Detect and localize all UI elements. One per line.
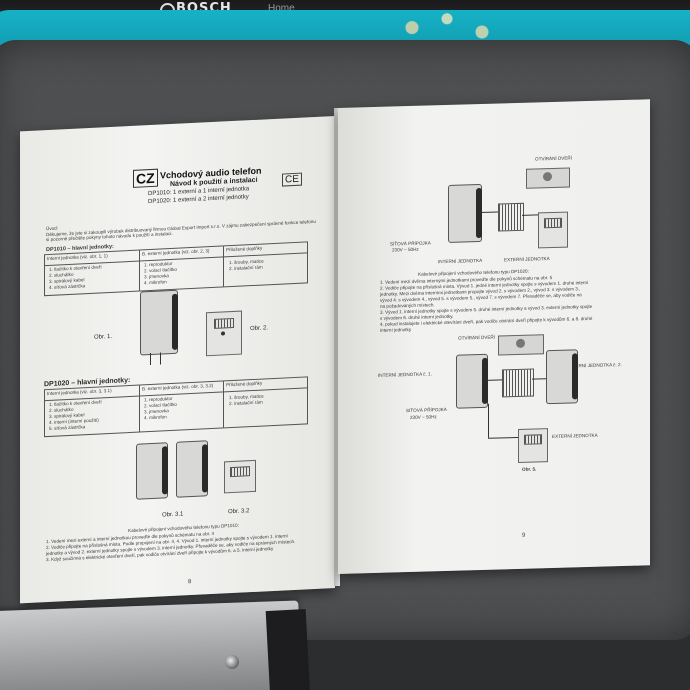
terminal-block [498,202,524,232]
device-dark-part [265,609,311,690]
figure-5-label: Obr. 5. [522,466,537,472]
table-header: B. externí jednotka (viz. obr. 3, 3.2) [142,382,214,392]
table-cell: 1. tlačítko k otevření dveří [49,399,102,407]
table-header: B. externí jednotka (viz. obr. 2, 3) [142,248,210,257]
voltage-label: 230V ~ 50Hz [392,246,419,253]
figure-3-1-label: Obr. 3.1 [162,511,184,519]
internal-unit-1-label: INTERNÍ JEDNOTKA č. 1. [378,371,432,378]
wiring-step: interní jednotky [380,326,412,333]
language-badge: CZ [133,168,158,188]
table-cell: 1. tlačítko k otevření dveří [49,264,102,272]
external-unit-label-2: EXTERNÍ JEDNOTKA [552,432,598,440]
terminal-block-2 [502,368,534,398]
table-cell: 4. mikrofon [144,414,167,421]
table-cell: 4. mikrofon [144,279,167,286]
power-label: SÍŤOVÁ PŘÍPOJKA [390,240,431,247]
intro-heading: Úvod: [46,225,59,232]
left-page: CZ Vchodový audio telefon Návod k použit… [20,116,335,604]
figure-2-label: Obr. 2. [250,325,269,333]
table-header: Interní jednotka (viz. obr. 3, 3.1) [47,387,112,397]
table-cell: 2. instalační rám [229,264,263,272]
door-opener-label: OTVÍRÁNÍ DVEŘÍ [535,155,573,162]
figure-3-2-label: Obr. 3.2 [228,508,250,516]
right-page: OTVÍRÁNÍ DVEŘÍ SÍŤOVÁ PŘÍPOJKA 230V ~ 50… [338,99,650,575]
voltage-label-2: 230V ~ 50Hz [410,414,437,420]
figure-1-label: Obr. 1. [94,333,113,341]
handset-drawing [172,293,178,350]
table-header: Interní jednotka (viz. obr. 1, 1) [47,253,108,262]
page-number-right: 9 [522,532,526,539]
intro-text: Děkujeme, že jste si zakoupili výrobek d… [46,218,316,243]
external-unit-drawing-2 [518,428,548,463]
table-cell: 2. instalační rám [229,399,263,407]
laptop-label: Home [268,3,295,14]
instruction-booklet: CZ Vchodový audio telefon Návod k použit… [20,99,650,604]
power-label-2: SÍŤOVÁ PŘÍPOJKA [406,406,447,414]
external-unit-label: EXTERNÍ JEDNOTKA [504,256,550,263]
ce-mark-icon: CE [282,172,302,187]
table-header: Přiložené doplňky [226,380,263,388]
page-number-left: 8 [188,579,192,586]
booklet-spine [334,108,340,586]
table-cell: 5. síťová zástrčka [49,424,86,431]
table-cell: 4. síťová zástrčka [49,283,86,290]
table-header: Přiložené doplňky [226,245,263,253]
metal-device [0,600,302,690]
bolt-icon [225,655,239,669]
internal-unit-label: INTERNÍ JEDNOTKA [438,257,483,265]
door-opener-label-2: OTVÍRÁNÍ DVEŘÍ [458,334,496,341]
